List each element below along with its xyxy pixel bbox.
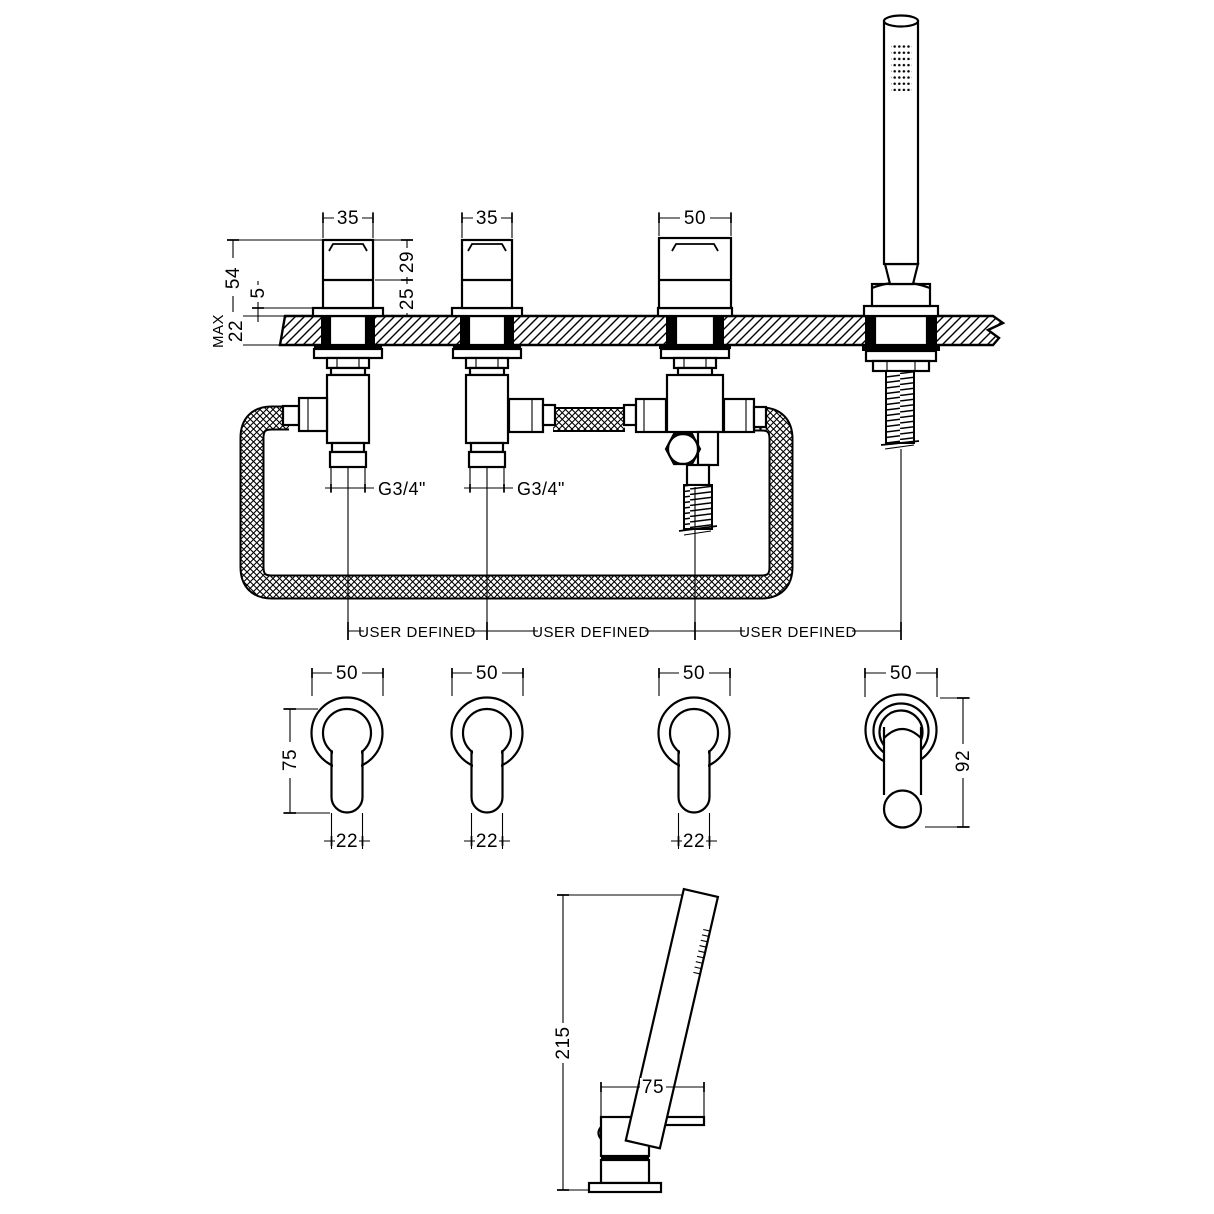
dim-outlet-height: 92 bbox=[953, 750, 974, 772]
deck-max-label: MAX bbox=[210, 314, 227, 348]
dim-handle2-width: 50 bbox=[476, 663, 498, 684]
dim-deck-thickness: 22 bbox=[226, 320, 247, 342]
valve2-thread-label: G3/4" bbox=[517, 479, 565, 499]
base-plate bbox=[587, 1181, 663, 1194]
side-view: 215 75 bbox=[553, 887, 720, 1194]
dim-handle1-width: 50 bbox=[336, 663, 358, 684]
dim-valve2-width: 35 bbox=[476, 208, 498, 229]
dim-diverter-width: 50 bbox=[684, 208, 706, 229]
spacing-label-3: USER DEFINED bbox=[739, 624, 857, 641]
handle-front-2 bbox=[450, 662, 525, 851]
dim-base-height: 5 bbox=[248, 287, 269, 298]
spacing-dimension bbox=[347, 622, 902, 640]
dim-handle1-lever: 22 bbox=[336, 831, 358, 852]
spray-face-ticks bbox=[693, 928, 710, 975]
dim-body-height: 54 bbox=[223, 267, 244, 289]
spacing-label-2: USER DEFINED bbox=[532, 624, 650, 641]
dim-handle3-lever: 22 bbox=[683, 831, 705, 852]
dim-handle2-lever: 22 bbox=[476, 831, 498, 852]
dim-lower-height: 25 bbox=[397, 288, 418, 310]
left-dimensions bbox=[209, 239, 416, 349]
spacing-label-1: USER DEFINED bbox=[358, 624, 476, 641]
front-views: 50 50 50 50 75 22 22 22 92 bbox=[280, 662, 974, 852]
cross-section-view: 35 35 50 54 29 25 5 MAX 22 G3/4" G3/4" U… bbox=[209, 14, 1006, 641]
handset-unit bbox=[862, 14, 940, 638]
dim-upper-height: 29 bbox=[397, 251, 418, 273]
handle-front-3 bbox=[657, 662, 732, 851]
dim-outlet-width: 50 bbox=[890, 663, 912, 684]
spray-face-dots bbox=[891, 44, 912, 91]
dim-valve1-width: 35 bbox=[337, 208, 359, 229]
dim-handle3-width: 50 bbox=[683, 663, 705, 684]
dim-body-width: 75 bbox=[642, 1077, 664, 1098]
diverter-unit bbox=[622, 209, 768, 638]
valve2-right-fitting bbox=[507, 397, 557, 434]
supply-hose-loop bbox=[239, 405, 794, 600]
valve1-thread-label: G3/4" bbox=[378, 479, 426, 499]
valve1-left-fitting bbox=[281, 396, 329, 433]
handle-front-1 bbox=[310, 662, 385, 851]
dim-handle-height: 75 bbox=[280, 749, 301, 771]
dim-overall-height: 215 bbox=[553, 1026, 574, 1059]
outlet-front-view bbox=[864, 664, 972, 829]
handle-height-dimension bbox=[280, 708, 330, 814]
